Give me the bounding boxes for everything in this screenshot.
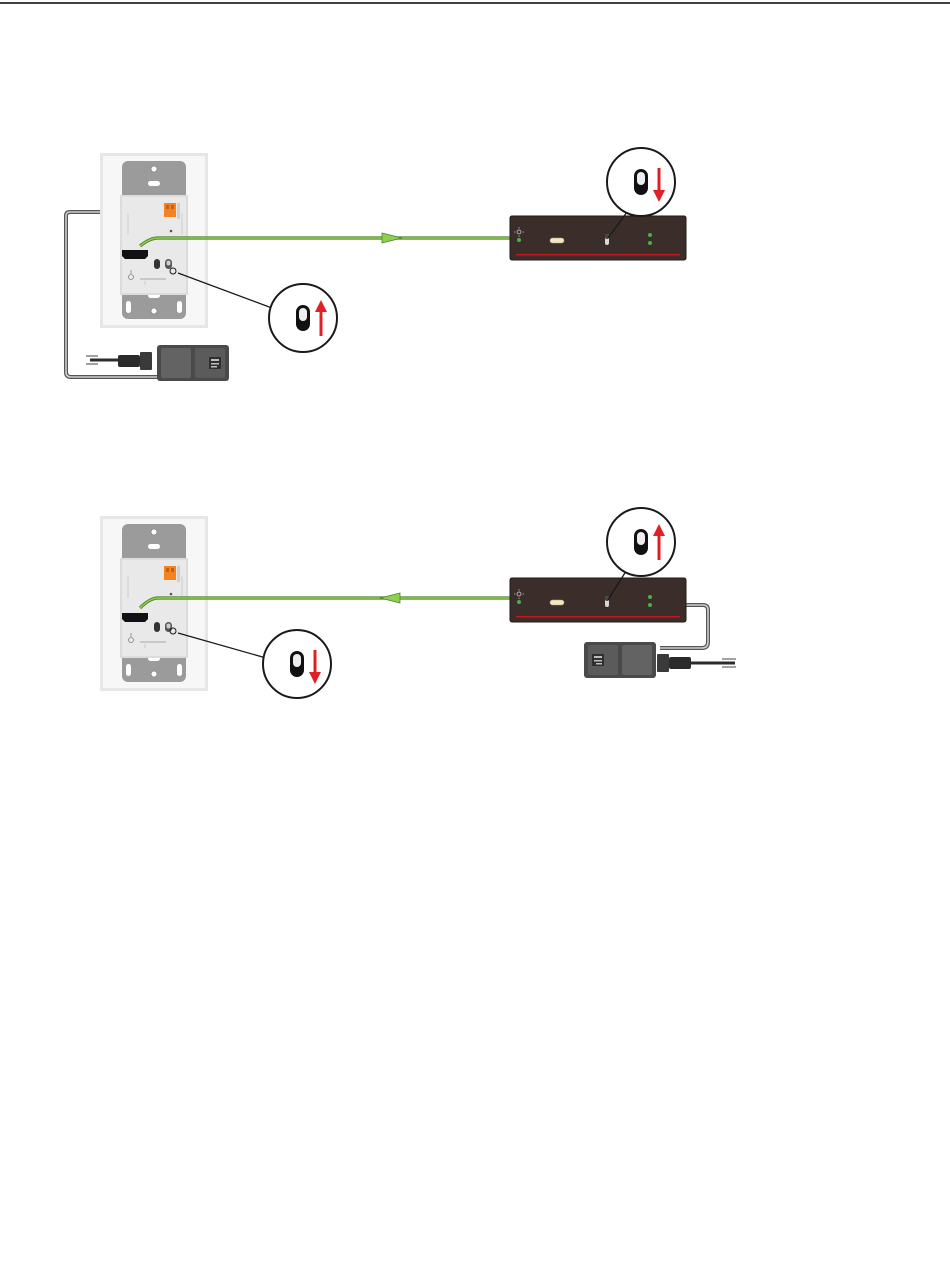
wallplate-icon xyxy=(100,153,208,328)
toggle-switch-icon xyxy=(290,651,304,677)
toggle-switch-icon xyxy=(296,305,310,331)
receiver-icon xyxy=(510,216,686,260)
diagram-bottom xyxy=(100,508,736,698)
toggle-switch-icon xyxy=(634,169,648,195)
callout-wallplate-switch-bottom xyxy=(263,630,331,698)
callout-wallplate-switch-top xyxy=(269,284,337,352)
arrow-right-icon xyxy=(382,233,402,243)
toggle-switch-icon xyxy=(634,529,648,555)
wallplate-icon xyxy=(100,516,208,691)
diagram-top xyxy=(66,148,686,381)
power-supply-icon xyxy=(584,642,656,678)
callout-receiver-switch-bottom xyxy=(607,508,675,576)
callout-receiver-switch-top xyxy=(607,148,675,216)
arrow-left-icon xyxy=(380,593,400,603)
receiver-icon xyxy=(510,578,686,622)
power-supply-icon xyxy=(157,345,229,381)
